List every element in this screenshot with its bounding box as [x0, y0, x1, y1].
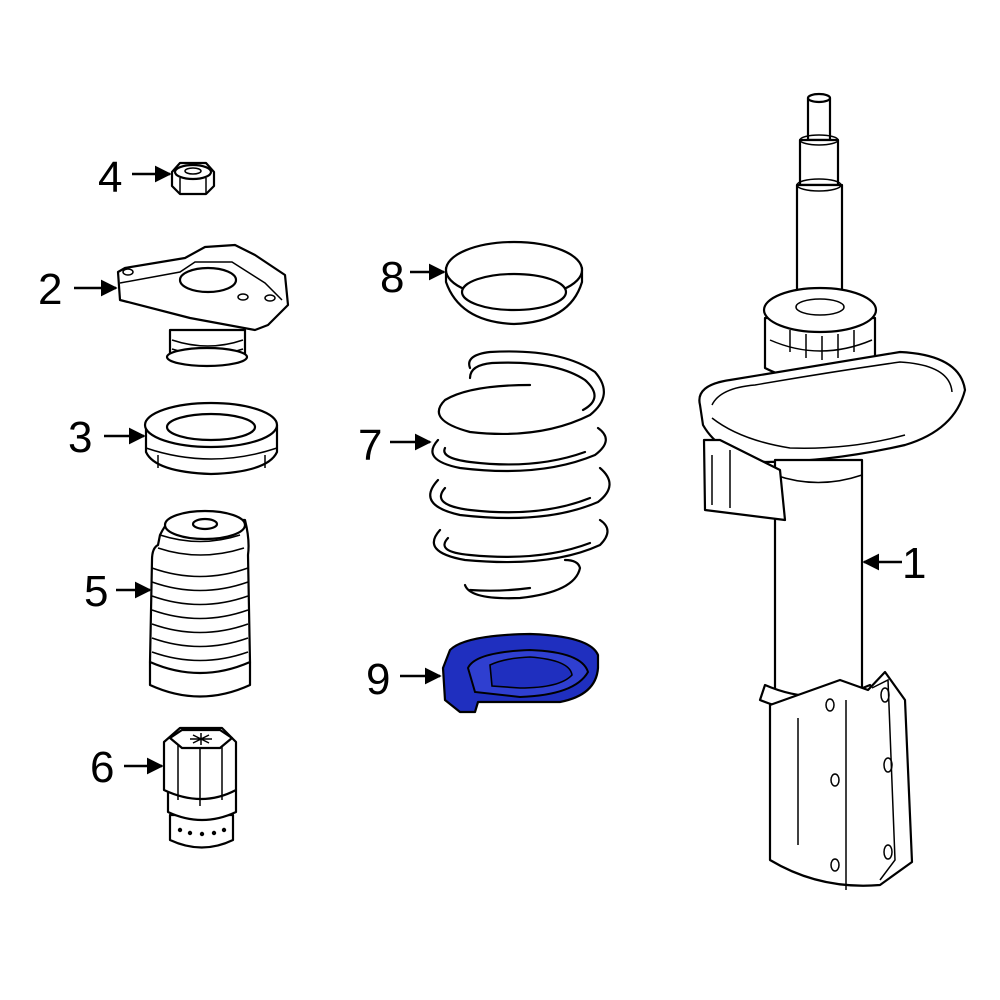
callout-9: 9 — [366, 655, 390, 704]
callout-8: 8 — [380, 253, 404, 302]
part-8-upper-spring-seat[interactable] — [444, 240, 584, 326]
callout-6: 6 — [90, 743, 114, 792]
callout-labels: 4 2 3 5 6 8 7 9 1 — [38, 153, 926, 792]
part-3-bearing[interactable] — [143, 401, 279, 476]
callout-4: 4 — [98, 153, 122, 202]
part-5-dust-boot[interactable] — [148, 509, 252, 698]
part-4-nut[interactable] — [170, 161, 216, 196]
part-7-coil-spring[interactable] — [429, 350, 611, 600]
callout-3: 3 — [68, 413, 92, 462]
part-2-strut-mount[interactable] — [116, 243, 290, 368]
callout-1: 1 — [902, 539, 926, 588]
callout-5: 5 — [84, 567, 108, 616]
part-1-strut-assembly[interactable] — [698, 92, 967, 890]
part-9-spring-insulator[interactable] — [441, 632, 600, 714]
callout-arrows — [74, 165, 902, 775]
callout-7: 7 — [358, 421, 382, 470]
callout-2: 2 — [38, 265, 62, 314]
part-6-jounce-bumper[interactable] — [162, 726, 238, 849]
